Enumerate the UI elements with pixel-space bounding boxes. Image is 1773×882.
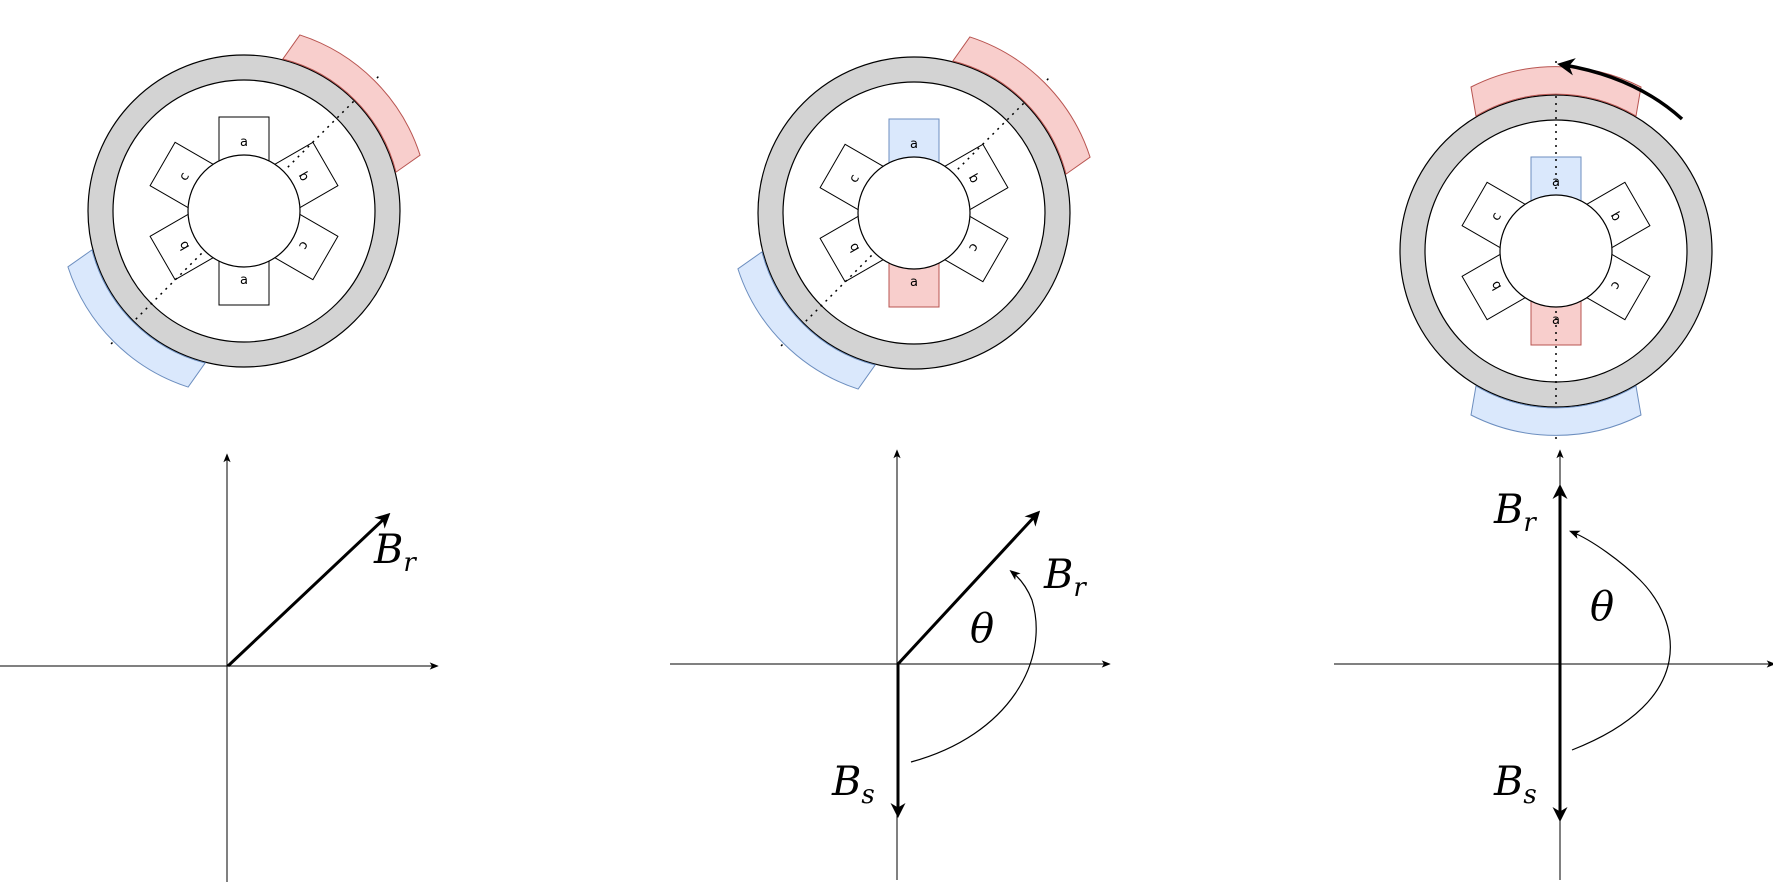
angle-label: θ [970,606,994,652]
motor-1: a b c a b c [67,34,421,388]
south-magnet [67,249,206,388]
rotor-field-label: Br [1493,487,1537,538]
rotor-field-vector [896,510,1041,666]
rotor-field-vector [226,512,391,668]
north-magnet [282,34,421,173]
north-magnet [1470,66,1642,117]
rotor [857,156,971,270]
slot-label-a: a [240,273,248,288]
south-magnet [1470,385,1642,436]
rotor [187,154,301,268]
slot-label-a: a [1552,175,1560,190]
rotor-axis-dotted [109,252,203,346]
angle-label: θ [1590,584,1614,630]
phasor-plot-2: θ Br Bs [670,449,1111,880]
panel-2: a b c a b c θ Br Bs [670,36,1111,880]
slot-label-a: a [240,135,248,150]
south-magnet [737,251,876,390]
rotation-direction-arrow [1557,58,1684,121]
phasor-plot-1: Br [0,453,439,882]
stator-field-label: Bs [1493,759,1537,810]
rotor-field-label: Br [373,527,417,578]
stator-field-label: Bs [831,759,875,810]
rotation-angle-arc [910,569,1037,763]
rotation-angle-arc [1568,530,1671,751]
north-magnet [952,36,1091,175]
slot-label-a: a [910,137,918,152]
motor-3: a b c a b c [1399,58,1713,441]
slot-label-a: a [910,275,918,290]
motor-2: a b c a b c [737,36,1091,390]
rotor-field-label: Br [1043,552,1087,603]
panel-1: a b c a b c Br [0,34,439,882]
rotor [1499,194,1613,308]
slot-label-a: a [1552,313,1560,328]
phasor-plot-3: θ Br Bs [1334,449,1773,880]
panel-3: a b c a b c θ Br Bs [1334,58,1773,880]
